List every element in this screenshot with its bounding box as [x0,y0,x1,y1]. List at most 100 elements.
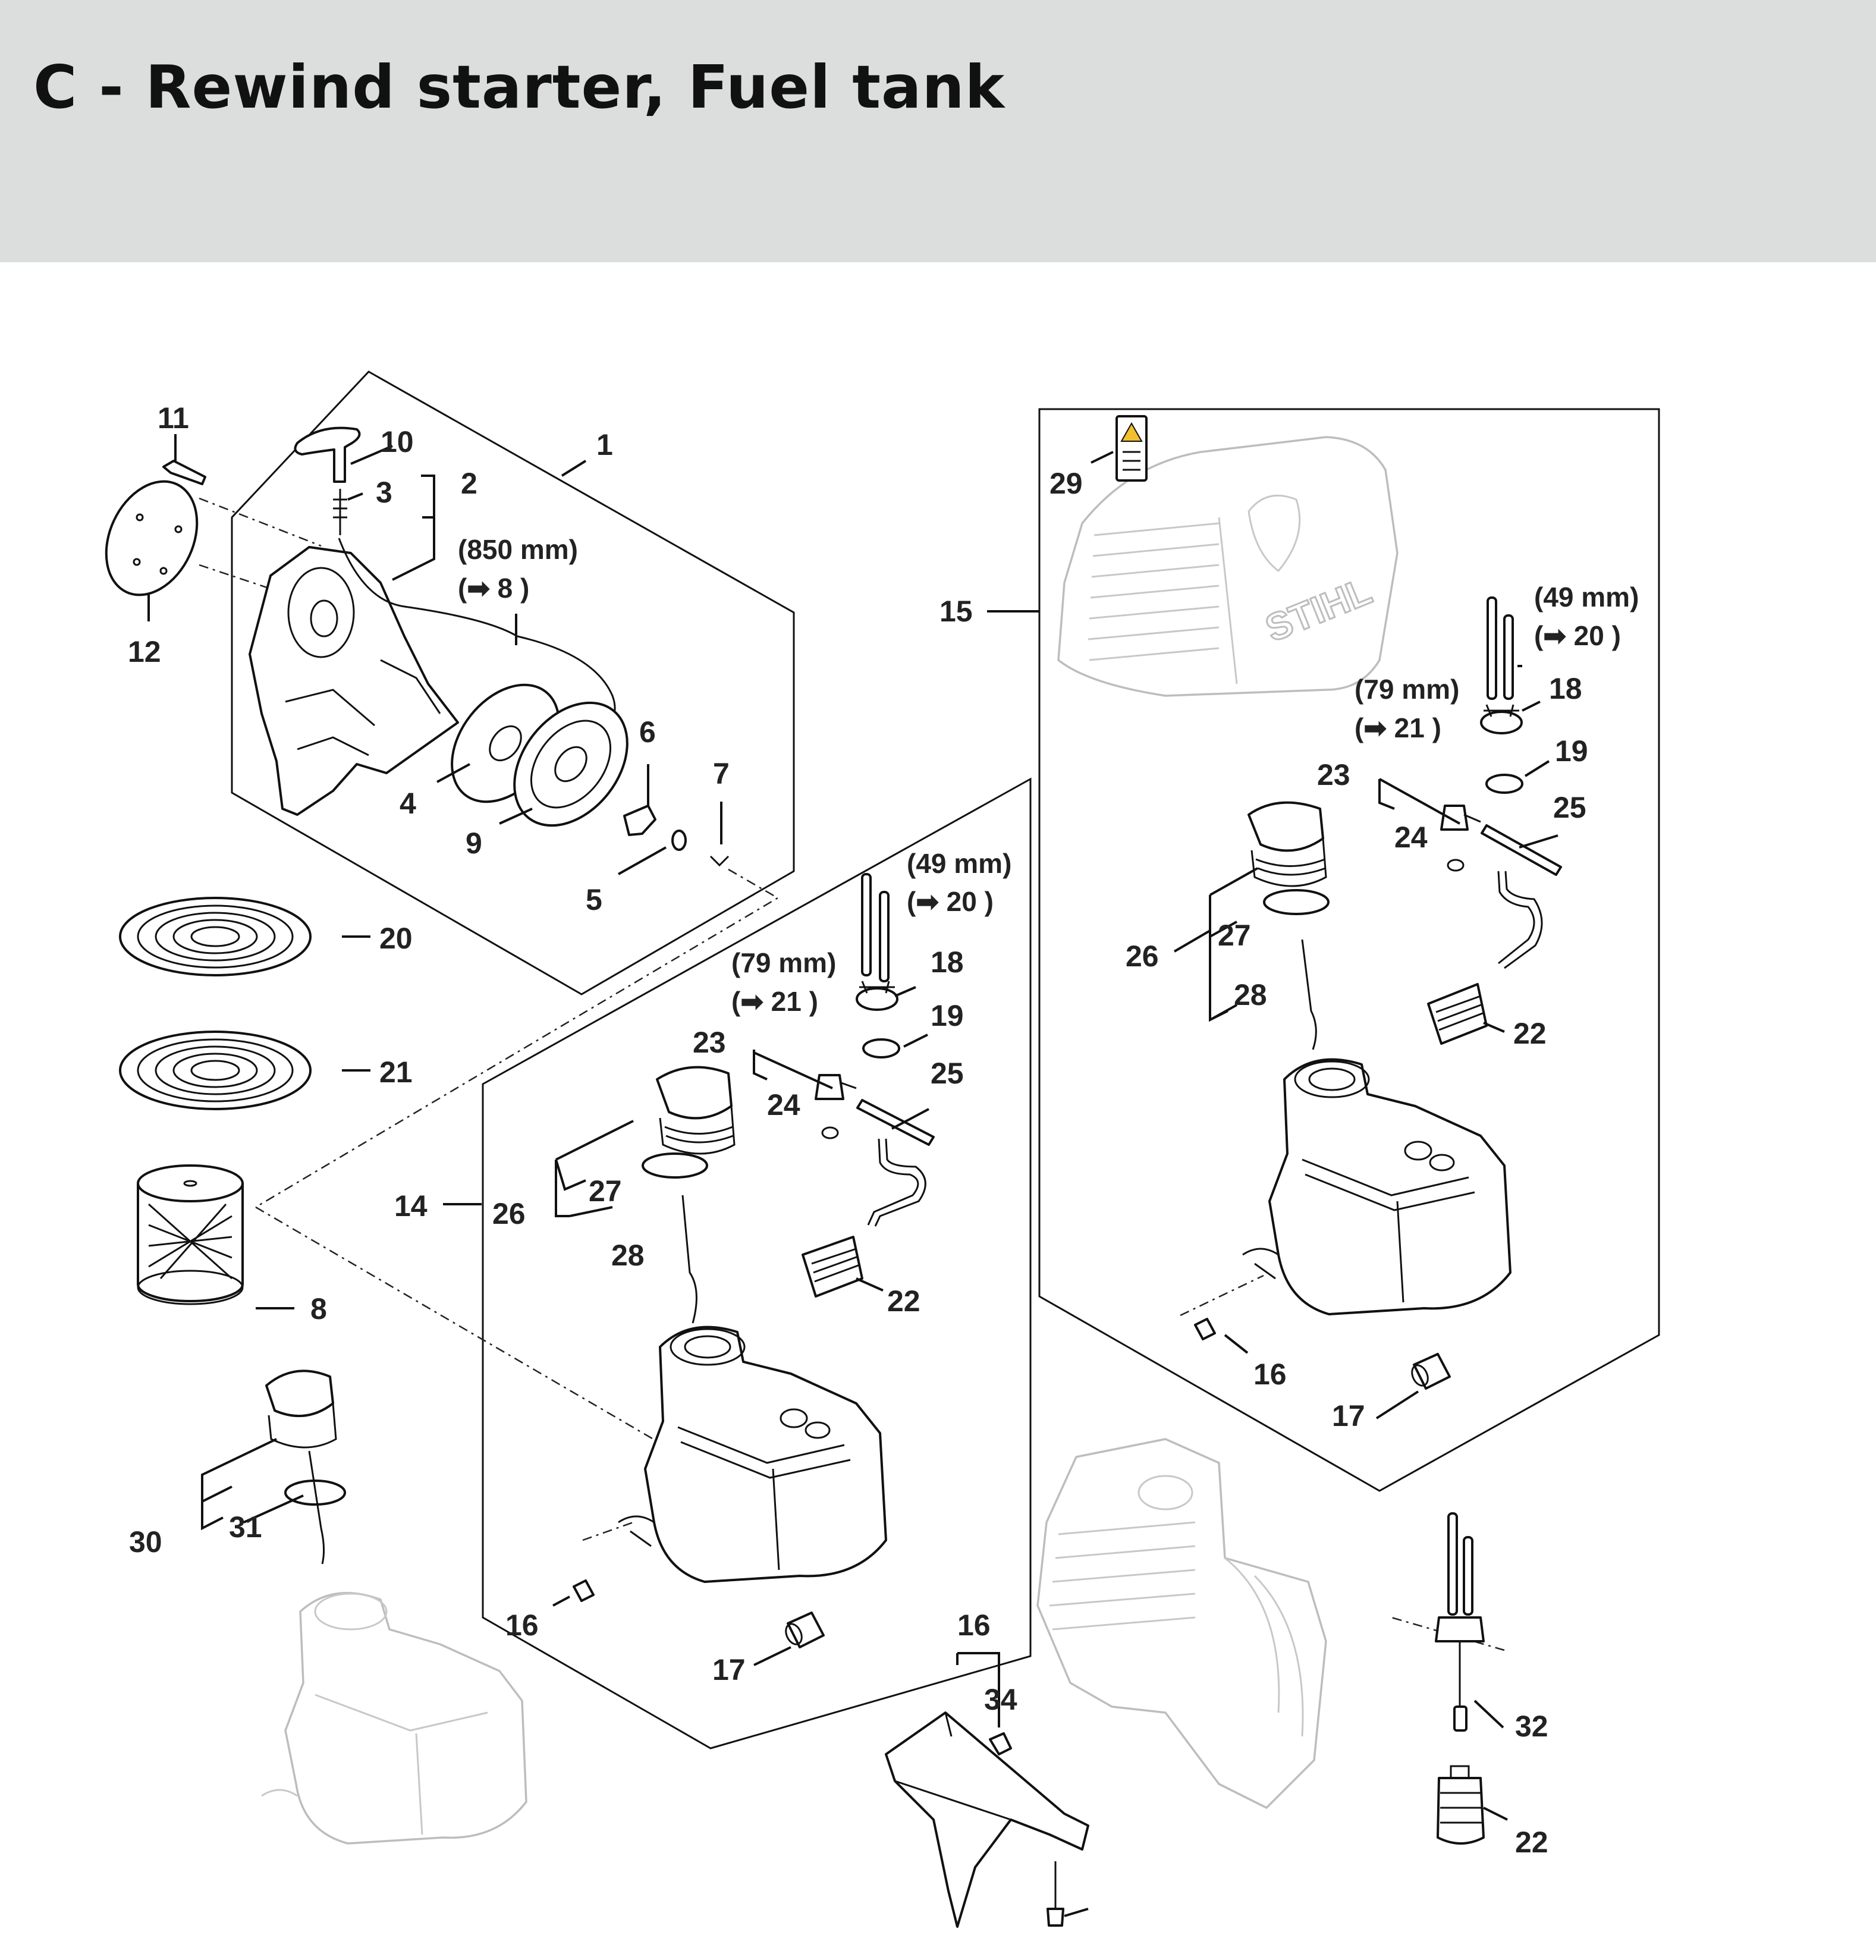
callout-16-right: 16 [1253,1358,1287,1391]
title-banner: C - Rewind starter, Fuel tank [0,0,1876,262]
tank-vent-right [1480,704,1523,734]
callout-19-right: 19 [1555,734,1588,768]
callout-3: 3 [376,476,392,509]
page-title: C - Rewind starter, Fuel tank [33,52,1005,122]
engine-ghost [1036,1438,1327,1809]
callout-27-right: 27 [1218,919,1251,952]
callout-9: 9 [466,827,482,860]
callout-24-right: 24 [1394,821,1428,854]
rewind-spring-20 [119,897,312,976]
callout-16-lower: 34 [984,1683,1017,1716]
pickup-hose-mid [867,1138,926,1227]
callout-29: 29 [1049,467,1083,500]
note-mid-79mm-length: (79 mm) [731,947,836,978]
screw-16-mid [573,1579,595,1602]
fuel-tank-mid [618,1325,887,1583]
callout-22-right: 22 [1513,1017,1547,1050]
screw-16-lower [989,1732,1012,1755]
screw-34 [1047,1861,1064,1927]
starter-housing [249,546,459,816]
callout-11: 11 [158,401,189,435]
o-ring-19-mid [862,1038,900,1058]
rewind-spring-21 [119,1031,312,1110]
callout-15: 15 [939,595,973,628]
fuel-tank-ghost-lower [261,1592,527,1845]
callout-5: 5 [586,883,602,916]
callout-8: 8 [310,1292,327,1325]
fuel-line-25-right [1481,824,1562,876]
callout-24-mid: 24 [767,1088,800,1122]
washer [671,830,687,851]
tank-cap-mid [656,1066,736,1155]
note-mid-49mm-length: (49 mm) [907,848,1011,879]
callout-31: 31 [229,1510,262,1544]
callout-21: 21 [379,1056,413,1089]
note-right-79mm-length: (79 mm) [1355,674,1459,705]
fuel-filter-mid [802,1236,863,1298]
callout-18-right: 18 [1549,672,1582,705]
callout-1: 1 [596,428,613,461]
pickup-hose-right [1497,871,1543,969]
note-850mm-ref: (➡ 8 ) [458,573,529,604]
cover-plate [105,480,199,596]
cap-seal-27-right [1263,889,1330,915]
grip-washer-stack [333,489,347,535]
fuel-line-25-mid [856,1099,935,1146]
note-right-49mm-length: (49 mm) [1534,582,1639,612]
o-ring-19-right [1485,774,1523,794]
rope-rotor [513,701,629,827]
callout-27-mid: 27 [589,1174,622,1208]
cap-retainer-30 [308,1450,325,1565]
exploded-parts-diagram: STIHL [105,370,1660,1928]
fuel-tank-right [1242,1058,1512,1315]
note-mid-49mm-ref: (➡ 20 ) [907,886,994,917]
callout-17-mid: 17 [712,1653,746,1686]
callout-14: 14 [394,1189,428,1223]
fuel-tank-box-left [482,777,1032,1749]
leader-lines [147,434,1558,1917]
starter-rope-spool [137,1164,244,1305]
engine-shroud-ghost: STIHL [1057,436,1399,697]
callout-4: 4 [400,787,416,820]
callout-23-mid: 23 [693,1026,726,1059]
cap-seal-27-mid [642,1152,708,1179]
pawl [623,805,656,836]
grommet-17-right [1411,1353,1451,1390]
spring-clip [709,855,730,867]
callout-23-right: 23 [1317,758,1350,791]
note-mid-79mm-ref: (➡ 21 ) [731,986,818,1017]
starter-screw [162,460,206,485]
callout-26-right: 26 [1126,940,1159,973]
callout-18-mid: 18 [931,946,964,979]
fuel-hoses-mid [861,873,890,982]
warning-label [1115,415,1148,482]
tank-cap-right [1247,801,1327,887]
bracket-33 [885,1711,1089,1928]
callout-6: 6 [639,715,656,749]
callout-labels: 11 10 1 3 2 12 6 7 4 9 5 20 21 8 14 26 2… [128,401,1588,1859]
callout-2: 2 [461,467,477,500]
callout-22-lower: 22 [1515,1826,1548,1859]
callout-32: 32 [1515,1710,1548,1743]
callout-12: 12 [128,635,161,668]
callout-7: 7 [713,757,730,790]
callout-25-right: 25 [1553,791,1586,824]
callout-25-mid: 25 [931,1057,964,1090]
grommet-right [1440,805,1481,872]
callout-22-mid: 22 [887,1284,920,1318]
cap-retainer-28-mid [681,1195,697,1324]
grommet-17-mid [785,1612,825,1648]
fuel-hoses-right [1487,596,1514,700]
callout-16-mid: 16 [505,1609,539,1642]
callout-20: 20 [379,922,413,955]
cap-retainer-28-right [1301,939,1317,1050]
note-850mm-length: (850 mm) [458,534,578,565]
fuel-line-assembly-32 [1435,1512,1485,1732]
callout-28-right: 28 [1234,978,1267,1012]
starter-grip [294,426,361,483]
callout-28-mid: 28 [611,1239,645,1272]
starter-rope [338,538,616,739]
callout-33: 16 [957,1609,991,1642]
length-notes: (850 mm) (➡ 8 ) (49 mm) (➡ 20 ) (79 mm) … [458,534,1639,1017]
note-right-49mm-ref: (➡ 20 ) [1534,620,1621,651]
